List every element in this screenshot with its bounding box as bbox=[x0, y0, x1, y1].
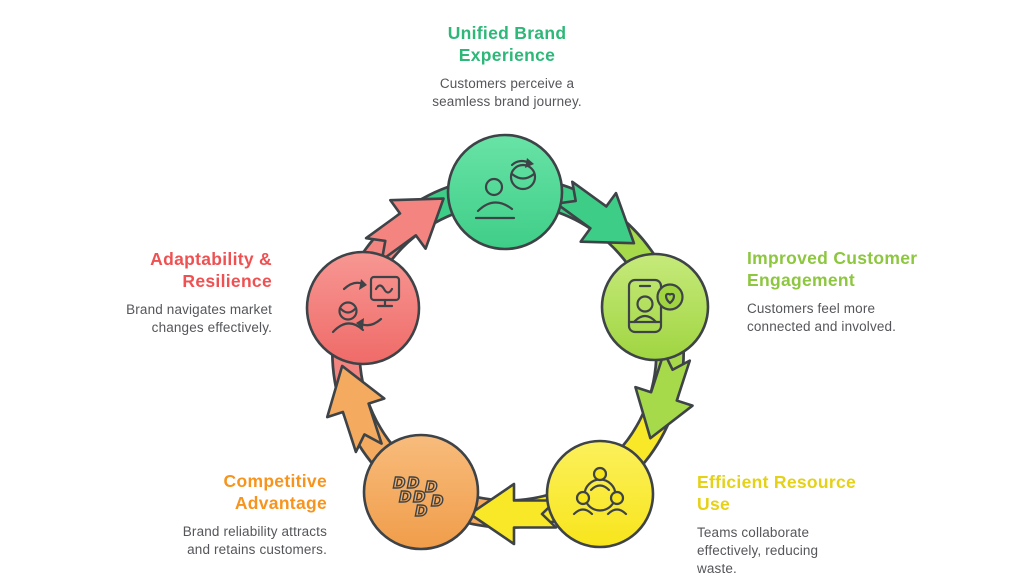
node-title: Adaptability & Resilience bbox=[72, 248, 272, 292]
title-line: Improved Customer bbox=[747, 248, 918, 268]
title-line: Adaptability & bbox=[150, 249, 272, 269]
svg-text:D: D bbox=[407, 474, 419, 492]
node-desc: Brand navigates market changes effective… bbox=[72, 301, 272, 337]
svg-text:D: D bbox=[393, 474, 405, 492]
label-competitive-advantage: Competitive Advantage Brand reliability … bbox=[127, 470, 327, 559]
title-line: Unified Brand bbox=[447, 23, 567, 43]
cycle-nodes bbox=[305, 133, 710, 551]
desc-line: and retains customers. bbox=[187, 542, 327, 558]
title-line: Resilience bbox=[182, 271, 272, 292]
node-desc: Teams collaborate effectively, reducing … bbox=[697, 524, 887, 576]
svg-text:D: D bbox=[399, 488, 411, 506]
title-line: Use bbox=[697, 494, 731, 515]
flow-arrow-yellow-to-orange bbox=[468, 482, 558, 546]
node-desc: Brand reliability attracts and retains c… bbox=[127, 523, 327, 559]
title-line: Engagement bbox=[747, 270, 856, 291]
desc-line: Teams collaborate bbox=[697, 525, 810, 541]
node-circle-unified-brand-experience bbox=[446, 133, 564, 251]
title-line: Advantage bbox=[234, 493, 327, 514]
person-monitor-exchange-icon bbox=[331, 275, 401, 334]
berries-icon: D D D D D D D bbox=[392, 473, 444, 520]
desc-line: Brand reliability attracts bbox=[182, 524, 327, 540]
node-circle-competitive-advantage bbox=[362, 433, 480, 551]
desc-line: connected and involved. bbox=[747, 319, 897, 335]
node-title: Competitive Advantage bbox=[127, 470, 327, 514]
svg-text:D: D bbox=[415, 502, 427, 520]
title-line: Experience bbox=[458, 45, 556, 66]
node-circle-adaptability-resilience bbox=[305, 250, 421, 366]
desc-line: effectively, reducing bbox=[697, 543, 819, 559]
desc-line: waste. bbox=[697, 561, 737, 576]
node-title: Efficient Resource Use bbox=[697, 471, 887, 515]
node-circle-efficient-resource-use bbox=[545, 439, 655, 549]
label-unified-brand-experience: Unified Brand Experience Customers perce… bbox=[407, 22, 607, 111]
node-title: Unified Brand Experience bbox=[407, 22, 607, 66]
label-adaptability-resilience: Adaptability & Resilience Brand navigate… bbox=[72, 248, 272, 337]
desc-line: seamless brand journey. bbox=[432, 94, 582, 110]
node-title: Improved Customer Engagement bbox=[747, 247, 957, 291]
flow-arrow-red-to-green bbox=[364, 197, 445, 262]
person-globe-sync-icon bbox=[474, 158, 537, 220]
node-desc: Customers feel more connected and involv… bbox=[747, 300, 957, 336]
team-network-icon bbox=[572, 466, 628, 516]
svg-text:D: D bbox=[431, 492, 443, 510]
phone-user-heart-icon bbox=[627, 278, 684, 334]
flow-arrow-orange-to-red bbox=[325, 364, 386, 454]
svg-text:D: D bbox=[425, 478, 437, 496]
desc-line: Customers feel more bbox=[747, 301, 876, 317]
label-improved-customer-engagement: Improved Customer Engagement Customers f… bbox=[747, 247, 957, 336]
desc-line: changes effectively. bbox=[151, 320, 272, 336]
flow-arrow-green-to-lightgreen bbox=[555, 180, 636, 245]
title-line: Competitive bbox=[223, 471, 327, 491]
desc-line: Customers perceive a bbox=[439, 76, 575, 92]
title-line: Efficient Resource bbox=[697, 472, 857, 492]
cycle-arrows bbox=[325, 180, 694, 546]
node-desc: Customers perceive a seamless brand jour… bbox=[407, 75, 607, 111]
svg-text:D: D bbox=[413, 488, 425, 506]
flow-arrow-lightgreen-to-yellow bbox=[634, 350, 694, 440]
node-circle-improved-customer-engagement bbox=[600, 252, 710, 362]
label-efficient-resource-use: Efficient Resource Use Teams collaborate… bbox=[697, 471, 887, 576]
desc-line: Brand navigates market bbox=[126, 302, 272, 318]
